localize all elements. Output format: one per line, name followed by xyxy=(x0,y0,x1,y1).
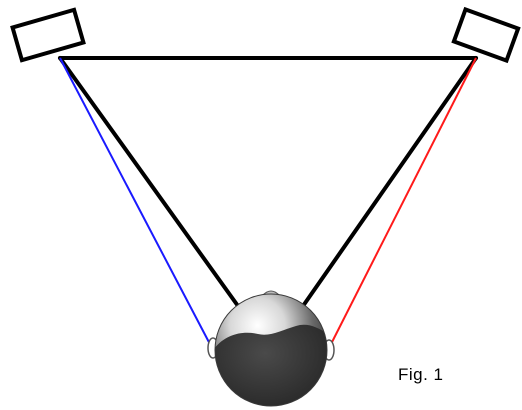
figure-caption: Fig. 1 xyxy=(398,365,444,384)
right-speaker xyxy=(451,6,521,64)
right-triangle-side xyxy=(301,56,478,308)
left-triangle-side xyxy=(58,56,240,308)
right-ear-path-line xyxy=(327,57,477,351)
listener-head xyxy=(207,290,335,407)
left-speaker xyxy=(10,7,86,63)
head-shadow xyxy=(215,324,327,406)
left-ear-path-line xyxy=(59,57,213,349)
